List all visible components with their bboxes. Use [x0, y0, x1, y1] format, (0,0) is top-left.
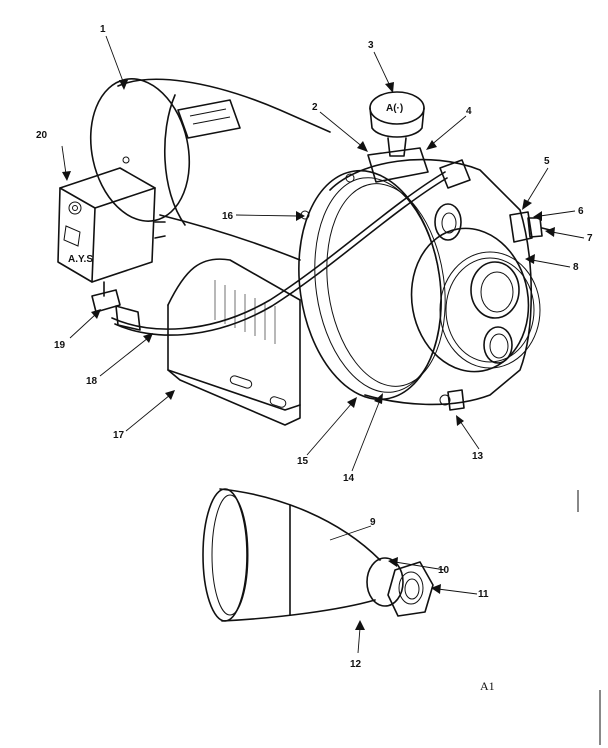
motor-housing: [89, 78, 331, 261]
pump-housing: [298, 158, 551, 411]
callout-19: 19: [54, 340, 66, 351]
callout-3: 3: [368, 40, 374, 51]
adapter-nipple: [366, 557, 404, 607]
callout-7: 7: [587, 233, 593, 244]
plug-assembly: [509, 211, 551, 243]
pressure-switch: A.Y.S: [57, 167, 166, 283]
callout-8: 8: [573, 262, 579, 273]
drain-plug: [447, 389, 465, 411]
callout-6: 6: [578, 206, 584, 217]
pressure-tubing: [111, 171, 448, 336]
gauge-face-text: A(·): [386, 103, 403, 114]
ejector-assembly: [202, 488, 434, 622]
pressure-gauge: A(·): [369, 91, 425, 157]
tube-fitting-19: [91, 281, 141, 331]
callout-5: 5: [544, 156, 550, 167]
mounting-bracket: [167, 258, 301, 426]
callout-4: 4: [466, 106, 472, 117]
callout-9: 9: [370, 517, 376, 528]
figure-label: A1: [480, 679, 495, 693]
callout-1: 1: [100, 24, 106, 35]
callout-11: 11: [478, 589, 489, 600]
callout-17: 17: [113, 430, 125, 441]
switch-label: A.Y.S: [68, 254, 93, 265]
leader-lines: [61, 35, 585, 654]
suction-port: [470, 261, 520, 319]
callout-18: 18: [86, 376, 98, 387]
side-port: [434, 203, 462, 241]
motor-nameplate: [177, 99, 241, 139]
callout-14: 14: [343, 473, 355, 484]
callout-10: 10: [438, 565, 450, 576]
discharge-port: [483, 326, 513, 364]
hex-nut: [387, 561, 434, 617]
tee-fitting: [367, 147, 471, 189]
callout-2: 2: [312, 102, 318, 113]
callout-16: 16: [222, 211, 234, 222]
callout-20: 20: [36, 130, 48, 141]
callout-labels: 1 2 3 4 5 6 7 8 9 10 11 12 13 14 15 16 1…: [36, 24, 593, 693]
callout-15: 15: [297, 456, 309, 467]
callout-12: 12: [350, 659, 362, 670]
callout-13: 13: [472, 451, 484, 462]
